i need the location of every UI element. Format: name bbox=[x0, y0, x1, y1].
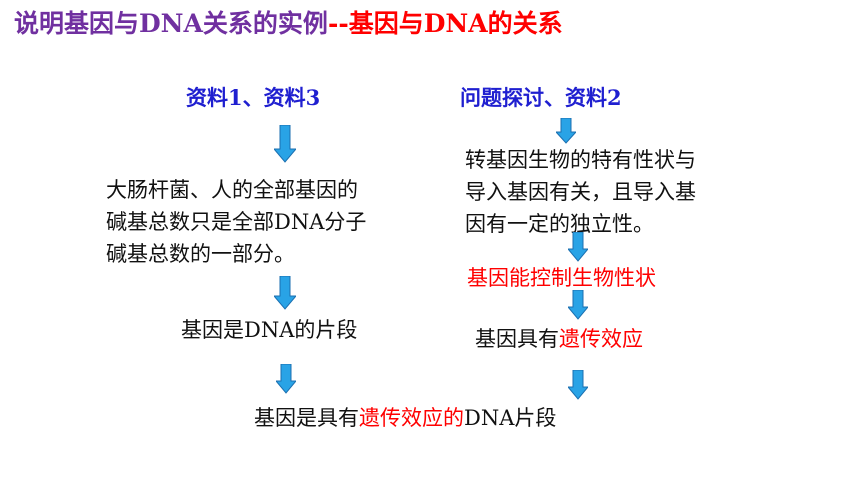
right-text-line-2: 导入基因有关，且导入基 bbox=[465, 180, 696, 204]
down-arrow-icon bbox=[274, 125, 296, 163]
final-suffix: DNA片段 bbox=[464, 406, 557, 430]
left-text-line-2: 碱基总数只是全部DNA分子 bbox=[106, 210, 367, 234]
right-step-genetic-effect: 基因具有遗传效应 bbox=[475, 323, 643, 355]
down-arrow-icon bbox=[556, 118, 576, 144]
final-prefix: 基因是具有 bbox=[254, 406, 359, 430]
left-source-label: 资料1、资料3 bbox=[186, 85, 321, 110]
down-arrow-icon bbox=[568, 290, 588, 320]
down-arrow-icon bbox=[276, 364, 296, 394]
right-step2-highlight: 遗传效应 bbox=[559, 327, 643, 351]
down-arrow-icon bbox=[568, 232, 588, 262]
right-step-control-traits: 基因能控制生物性状 bbox=[467, 266, 656, 290]
down-arrow-icon bbox=[274, 276, 296, 310]
left-text-line-1: 大肠杆菌、人的全部基因的 bbox=[106, 178, 358, 202]
right-evidence-text: 转基因生物的特有性状与 导入基因有关，且导入基 因有一定的独立性。 bbox=[465, 144, 696, 240]
right-source-label: 问题探讨、资料2 bbox=[460, 85, 622, 110]
final-conclusion: 基因是具有遗传效应的DNA片段 bbox=[254, 402, 556, 434]
right-step2-prefix: 基因具有 bbox=[475, 327, 559, 351]
final-highlight: 遗传效应的 bbox=[359, 406, 464, 430]
page-title: 说明基因与DNA关系的实例--基因与DNA的关系 bbox=[14, 4, 563, 40]
down-arrow-icon bbox=[568, 370, 588, 400]
title-sub: --基因与DNA的关系 bbox=[327, 9, 563, 38]
left-text-line-3: 碱基总数的一部分。 bbox=[106, 242, 295, 266]
left-evidence-text: 大肠杆菌、人的全部基因的 碱基总数只是全部DNA分子 碱基总数的一部分。 bbox=[106, 174, 366, 270]
right-text-line-1: 转基因生物的特有性状与 bbox=[465, 148, 696, 172]
right-text-line-3: 因有一定的独立性。 bbox=[465, 212, 654, 236]
title-main: 说明基因与DNA关系的实例 bbox=[14, 9, 328, 38]
left-conclusion: 基因是DNA的片段 bbox=[181, 318, 358, 342]
